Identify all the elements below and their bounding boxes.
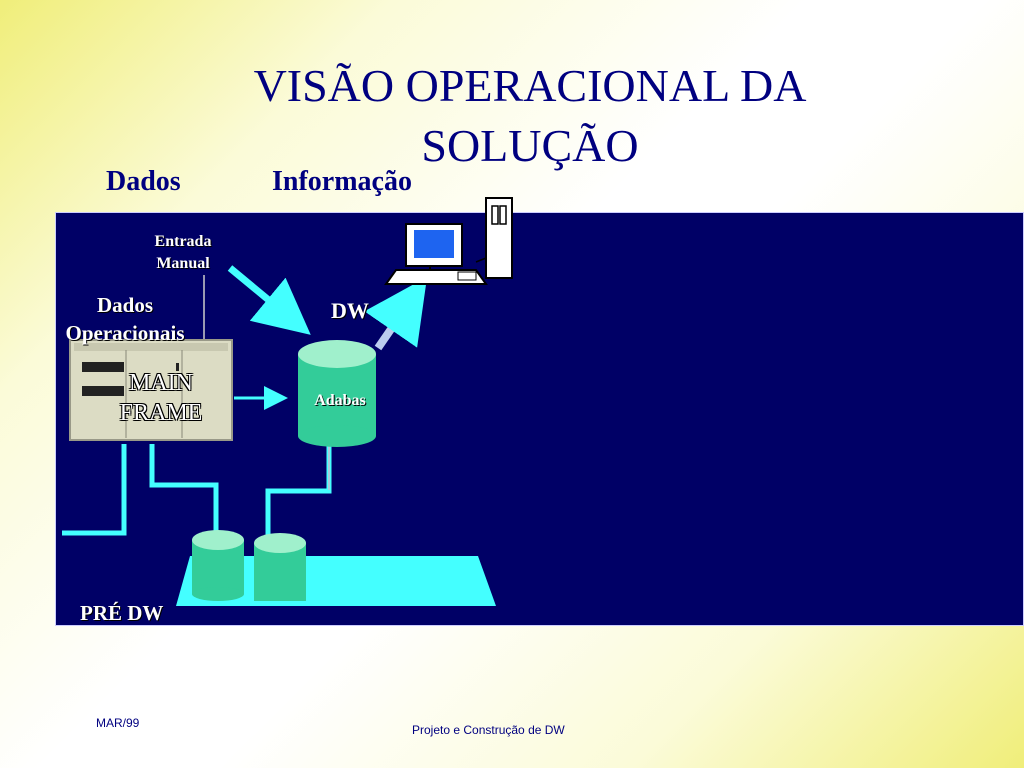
slide-title: VISÃO OPERACIONAL DA SOLUÇÃO	[130, 56, 930, 176]
connector-mainframe-middle	[149, 444, 219, 555]
dw-label: DW	[331, 298, 369, 323]
entrada-label-line-2: Manual	[156, 255, 210, 272]
arrow-entrada-to-dw	[227, 265, 311, 335]
mainframe-label-line-2: FRAME	[119, 400, 203, 426]
mainframe-label-line-1: MAIN	[129, 370, 193, 396]
database-cylinder-icon	[298, 340, 376, 447]
computer-tower-icon	[475, 197, 513, 279]
header-dados: Dados	[106, 166, 181, 197]
footer-project: Projeto e Construção de DW	[412, 723, 565, 737]
workstation-icon	[384, 223, 488, 285]
mainframe-label: MAIN FRAME	[96, 368, 226, 428]
connector-adabas-down	[265, 444, 332, 536]
dados-label-line-2: Operacionais	[65, 321, 185, 345]
pre-dw-cylinder-left	[192, 530, 244, 601]
header-informacao: Informação	[272, 166, 412, 197]
entrada-manual-label: Entrada Manual	[140, 231, 226, 275]
arrow-dw-to-workstation	[364, 276, 428, 351]
dados-operacionais-label: Dados Operacionais	[50, 291, 200, 347]
adabas-label: Adabas	[314, 392, 366, 409]
pre-dw-label: PRÉ DW	[80, 601, 164, 625]
pre-dw-cylinder-right	[254, 533, 306, 601]
entrada-label-line-1: Entrada	[154, 233, 212, 250]
connector-mainframe-left	[62, 444, 127, 536]
title-line-2: SOLUÇÃO	[421, 120, 639, 171]
dados-label-line-1: Dados	[96, 293, 154, 317]
mainframe-icon	[69, 339, 233, 441]
footer-date: MAR/99	[96, 716, 140, 730]
title-line-1: VISÃO OPERACIONAL DA	[253, 60, 807, 111]
